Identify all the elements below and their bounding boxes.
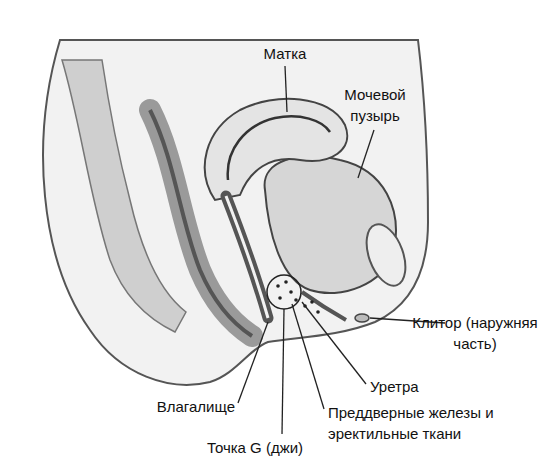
clitoris [355,314,369,322]
urethra [302,292,346,320]
part-label: Мочевой пузырь [330,84,420,126]
uterus [205,99,347,200]
uterine-cavity [228,116,330,180]
part-label: Преддверные железы и эректильные ткани [328,402,543,444]
part-label: Матка [255,43,315,64]
pubic-bone [359,219,413,291]
part-label: Клитор (наружняя часть) [400,312,550,354]
g-spot-circle [267,275,301,309]
part-label: Влагалище [125,396,235,417]
vagina-lumen [226,196,268,318]
part-label: Уретра [370,376,450,397]
vagina-wall [226,196,268,318]
body-outline [43,40,428,385]
part-label: Точка G (джи) [190,437,320,458]
